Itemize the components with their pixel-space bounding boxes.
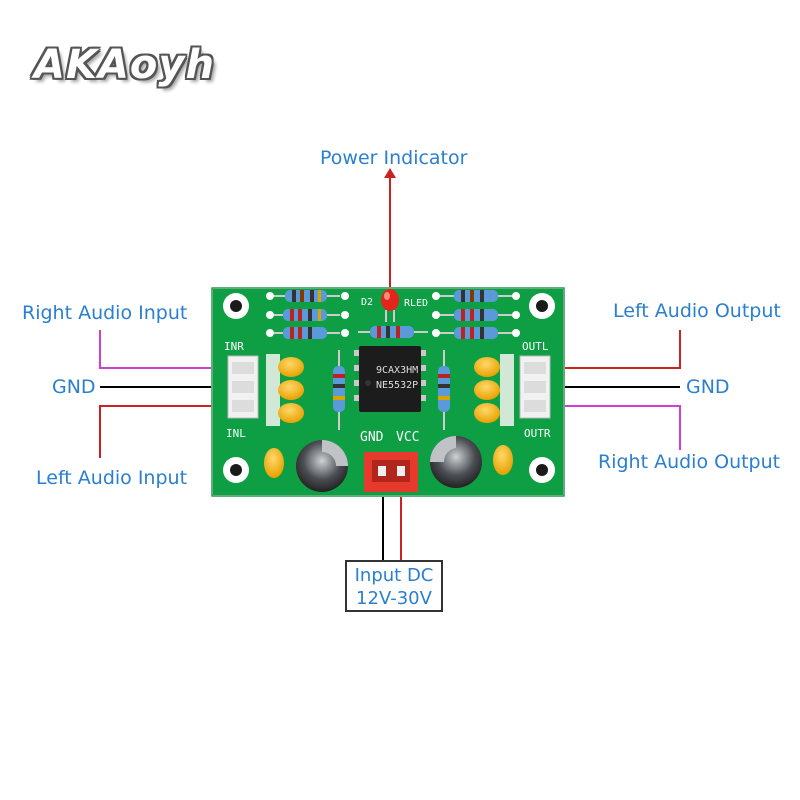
silk-outl: OUTL xyxy=(522,340,549,353)
silk-inl: INL xyxy=(226,427,246,440)
silk-inr: INR xyxy=(224,340,244,353)
electrolytic-capacitors xyxy=(296,436,482,492)
silk-vcc: VCC xyxy=(396,430,420,445)
resistors xyxy=(268,290,512,430)
left-output-line xyxy=(552,330,681,369)
input-dc-label: Input DC xyxy=(354,565,434,586)
power-indicator-arrowhead xyxy=(384,168,396,178)
silk-d2: D2 xyxy=(361,297,374,308)
brand-logo: AKAoyh xyxy=(34,42,215,88)
power-indicator-label: Power Indicator xyxy=(320,147,468,169)
silk-outr: OUTR xyxy=(524,427,551,440)
right-audio-input-label: Right Audio Input xyxy=(22,302,188,324)
gnd-left-label: GND xyxy=(52,376,96,398)
chip-marking-1: 9CAX3HM xyxy=(376,365,419,376)
right-output-line xyxy=(552,405,681,450)
power-led xyxy=(381,289,399,322)
left-audio-output-label: Left Audio Output xyxy=(613,300,781,322)
input-dc-voltage: 12V-30V xyxy=(356,588,432,609)
silk-rled: RLED xyxy=(404,298,429,309)
opamp-chip xyxy=(354,346,426,412)
gnd-right-label: GND xyxy=(686,376,730,398)
left-audio-input-label: Left Audio Input xyxy=(36,467,188,489)
left-input-line xyxy=(99,405,236,458)
terminal-connectors xyxy=(227,355,551,492)
right-audio-output-label: Right Audio Output xyxy=(598,451,781,473)
right-input-line xyxy=(99,330,236,369)
chip-marking-2: NE5532P xyxy=(376,380,419,391)
solder-pads xyxy=(266,292,520,337)
ceramic-capacitors xyxy=(264,354,514,478)
mounting-holes xyxy=(223,293,555,483)
input-dc-box: Input DC 12V-30V xyxy=(345,560,443,612)
silk-gnd: GND xyxy=(360,430,384,445)
